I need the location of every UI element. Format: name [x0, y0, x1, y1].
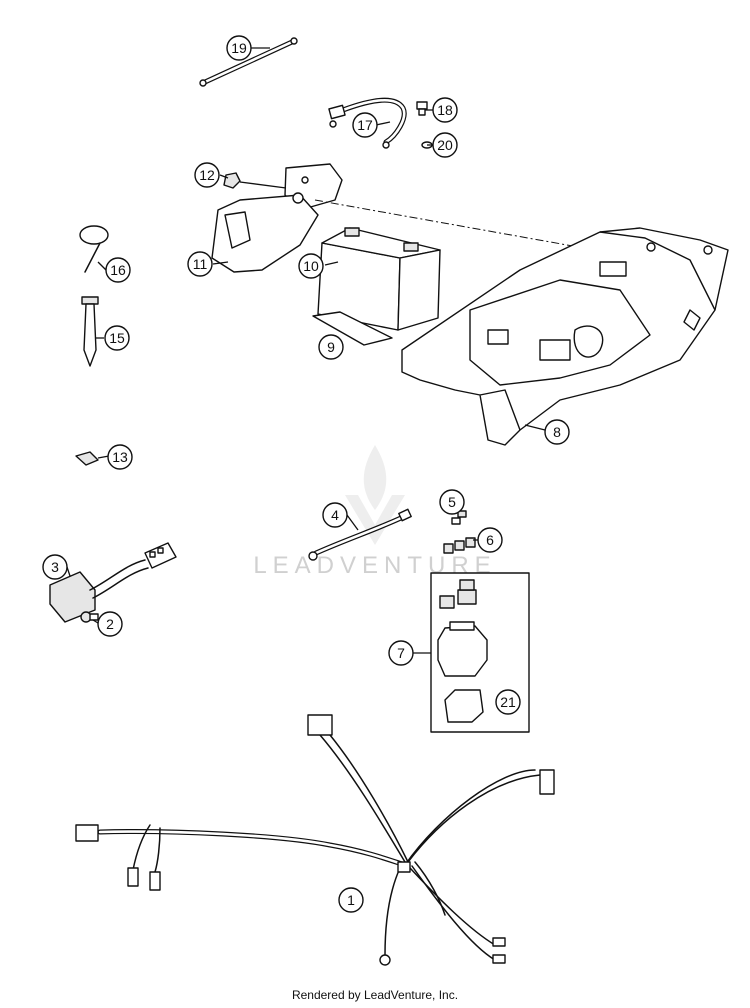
harness-connector-blade-2 — [149, 871, 161, 891]
harness-terminal-1 — [492, 937, 506, 947]
svg-text:19: 19 — [231, 40, 247, 56]
part-17-cable — [328, 97, 407, 149]
svg-text:18: 18 — [437, 102, 453, 118]
callout-18[interactable]: 18 — [432, 97, 458, 123]
callout-20[interactable]: 20 — [432, 132, 458, 158]
svg-text:7: 7 — [397, 645, 405, 661]
callout-7[interactable]: 7 — [388, 640, 414, 666]
callouts: 1 2 3 4 5 6 7 8 9 10 11 12 13 15 16 17 1… — [42, 35, 570, 913]
svg-text:10: 10 — [303, 258, 319, 274]
callout-5[interactable]: 5 — [439, 489, 465, 515]
part-6-fuses — [443, 537, 476, 554]
callout-11[interactable]: 11 — [187, 251, 213, 277]
harness-ring-terminal — [379, 954, 391, 966]
harness-junction — [397, 861, 411, 873]
part-15-clip — [81, 296, 99, 367]
svg-text:11: 11 — [193, 256, 208, 272]
callout-8[interactable]: 8 — [544, 419, 570, 445]
part-2-bolt — [80, 611, 99, 623]
svg-text:16: 16 — [110, 262, 126, 278]
harness-terminal-2 — [492, 954, 506, 964]
callout-10[interactable]: 10 — [298, 253, 324, 279]
callout-3[interactable]: 3 — [42, 554, 68, 580]
svg-text:8: 8 — [553, 424, 561, 440]
harness-connector-right — [539, 769, 555, 795]
part-13-clip — [75, 451, 99, 466]
svg-text:21: 21 — [500, 694, 516, 710]
callout-2[interactable]: 2 — [97, 611, 123, 637]
svg-text:4: 4 — [331, 507, 339, 523]
svg-text:1: 1 — [347, 892, 355, 908]
part-21-cover — [444, 689, 484, 723]
callout-21[interactable]: 21 — [495, 689, 521, 715]
svg-text:5: 5 — [448, 494, 456, 510]
callout-6[interactable]: 6 — [477, 527, 503, 553]
part-3-regulator — [49, 542, 177, 623]
part-7-starter-relay — [437, 579, 488, 677]
svg-text:12: 12 — [199, 167, 215, 183]
callout-9[interactable]: 9 — [318, 334, 344, 360]
callout-15[interactable]: 15 — [104, 325, 130, 351]
footer-credit: Rendered by LeadVenture, Inc. — [291, 988, 459, 1002]
callout-13[interactable]: 13 — [107, 444, 133, 470]
leader-lines — [66, 47, 546, 654]
part-8-battery-box — [401, 227, 729, 446]
part-4-cable — [308, 508, 412, 561]
svg-text:2: 2 — [106, 616, 114, 632]
harness-connector-blade-1 — [127, 867, 139, 887]
harness-connector-top — [307, 714, 333, 736]
callout-1[interactable]: 1 — [338, 887, 364, 913]
svg-text:6: 6 — [486, 532, 494, 548]
svg-text:9: 9 — [327, 339, 335, 355]
part-5-clip — [451, 510, 467, 525]
harness-connector-left — [75, 824, 99, 842]
svg-text:20: 20 — [437, 137, 453, 153]
callout-19[interactable]: 19 — [226, 35, 252, 61]
svg-text:15: 15 — [109, 330, 125, 346]
svg-text:3: 3 — [51, 559, 59, 575]
callout-17[interactable]: 17 — [352, 112, 378, 138]
callout-16[interactable]: 16 — [105, 257, 131, 283]
part-9-pad — [312, 311, 393, 346]
part-19-cable — [199, 37, 298, 87]
svg-text:17: 17 — [357, 117, 373, 133]
callout-12[interactable]: 12 — [194, 162, 220, 188]
part-12-nut — [223, 172, 241, 189]
watermark-logo-icon — [345, 445, 405, 545]
callout-4[interactable]: 4 — [322, 502, 348, 528]
part-10-battery — [317, 227, 441, 331]
part-18-bolt — [416, 101, 428, 116]
part-11-bracket — [211, 163, 343, 273]
svg-text:13: 13 — [112, 449, 128, 465]
part-1-wiring-harness — [75, 714, 555, 966]
part-16-cable-tie — [79, 225, 109, 273]
